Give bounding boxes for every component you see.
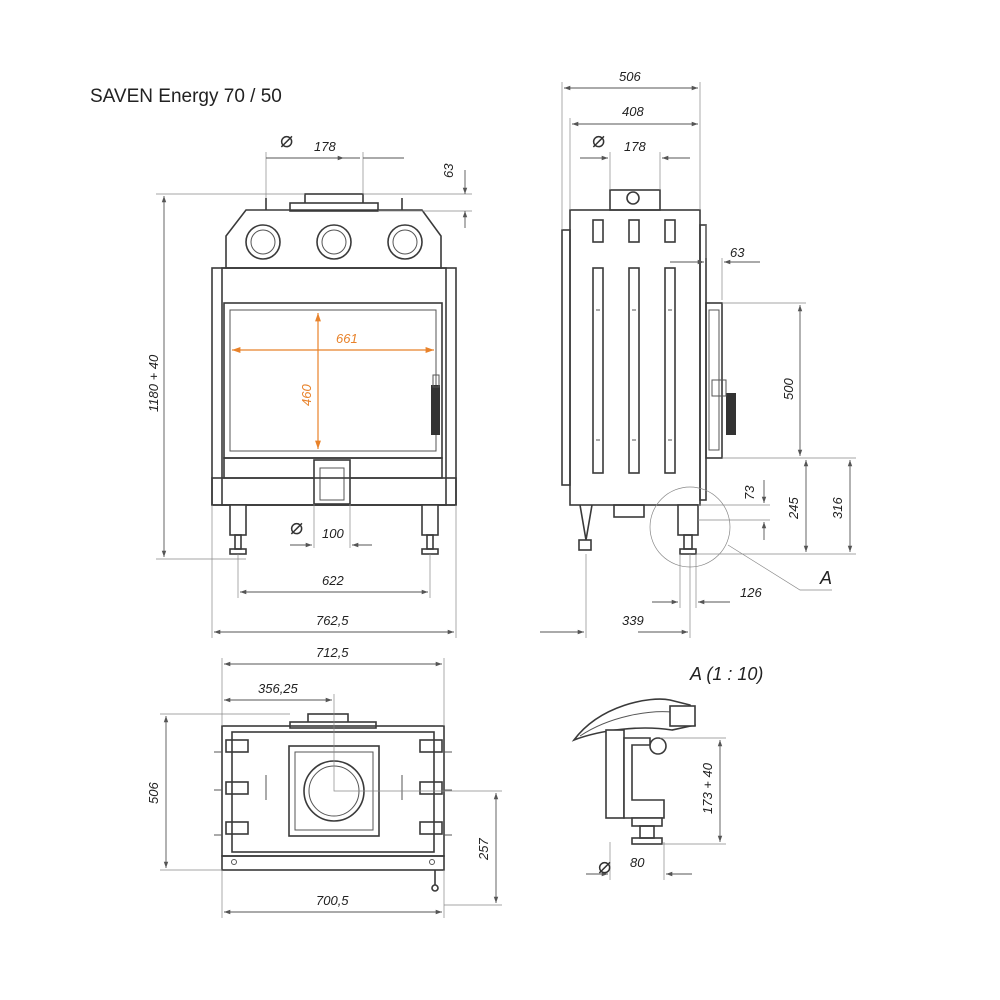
diameter-symbol-side-flue: ⌀: [592, 128, 606, 153]
front-dimensions: [156, 152, 472, 638]
detail-a: [571, 698, 696, 880]
detail-marker: A: [819, 568, 832, 588]
top-view: [214, 713, 452, 892]
drawing-title: SAVEN Energy 70 / 50: [90, 86, 282, 107]
diameter-symbol-air-inlet: ⌀: [290, 515, 304, 540]
diameter-symbol-detail: ⌀: [598, 854, 612, 879]
top-dimensions: [160, 658, 502, 918]
side-dimensions: [540, 82, 856, 638]
side-view: A: [561, 189, 832, 591]
detail-dimensions: [586, 737, 726, 877]
front-view: [211, 193, 457, 555]
diameter-symbol-front-flue: ⌀: [280, 128, 294, 153]
